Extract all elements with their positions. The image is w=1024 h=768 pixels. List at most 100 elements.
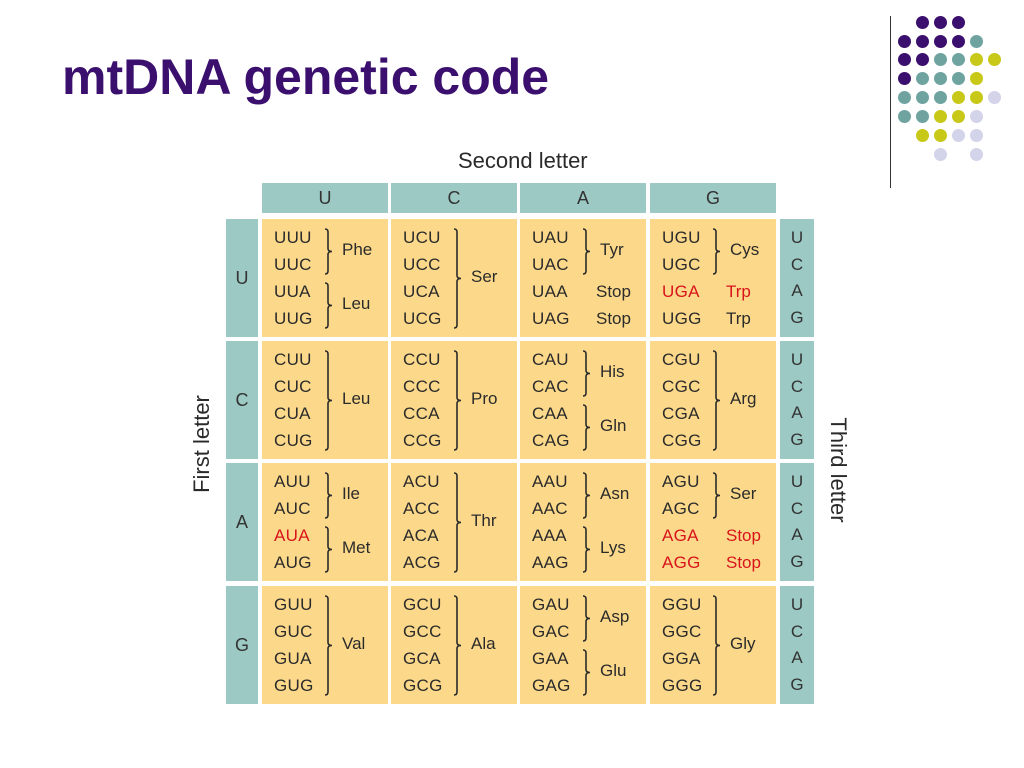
brace-icon (582, 526, 592, 573)
decorative-dot (934, 129, 947, 142)
second-letter-header-c: C (391, 183, 517, 213)
codon-cgg: CGG (662, 431, 702, 450)
codon-guc: GUC (274, 622, 313, 641)
amino-acid-val: Val (342, 633, 366, 653)
decorative-dot (934, 72, 947, 85)
codon-gau: GAU (532, 595, 570, 614)
decorative-dot (934, 91, 947, 104)
amino-acid-trp: Trp (726, 309, 751, 328)
amino-acid-stop: Stop (726, 526, 761, 545)
third-letter-g: G (790, 674, 804, 694)
decorative-dot (970, 72, 983, 85)
decorative-dot (970, 91, 983, 104)
third-letter-c: C (790, 498, 804, 518)
codon-cug: CUG (274, 431, 313, 450)
third-letter-c: C (790, 621, 804, 641)
codon-gug: GUG (274, 676, 314, 695)
codon-cau: CAU (532, 350, 569, 369)
codon-gcu: GCU (403, 595, 442, 614)
codon-agc: AGC (662, 499, 700, 518)
codon-ucg: UCG (403, 309, 442, 328)
amino-acid-stop: Stop (596, 282, 631, 301)
decorative-dot (934, 53, 947, 66)
brace-icon (712, 472, 722, 519)
decorative-dot (916, 16, 929, 29)
codon-cua: CUA (274, 404, 311, 423)
codon-cuc: CUC (274, 377, 312, 396)
decorative-dot (952, 53, 965, 66)
codon-agu: AGU (662, 472, 700, 491)
codon-aga: AGA (662, 526, 699, 545)
codon-auc: AUC (274, 499, 311, 518)
codon-gaa: GAA (532, 649, 569, 668)
amino-acid-gln: Gln (600, 415, 627, 435)
amino-acid-ser: Ser (471, 266, 498, 286)
decorative-dot (988, 53, 1001, 66)
third-letter-a: A (791, 648, 803, 668)
codon-ugu: UGU (662, 228, 701, 247)
codon-gga: GGA (662, 649, 701, 668)
third-letter-g: G (790, 429, 804, 449)
amino-acid-asp: Asp (600, 606, 630, 626)
brace-icon (582, 595, 592, 642)
codon-aag: AAG (532, 553, 569, 572)
codon-uug: UUG (274, 309, 313, 328)
codon-cgu: CGU (662, 350, 701, 369)
amino-acid-ser: Ser (730, 483, 757, 503)
first-letter-header-u: U (226, 219, 258, 337)
decorative-dot (916, 53, 929, 66)
codon-cga: CGA (662, 404, 700, 423)
first-letter-header-g: G (226, 586, 258, 704)
decorative-dot (898, 35, 911, 48)
codon-uaa: UAA (532, 282, 568, 301)
amino-acid-ala: Ala (471, 633, 496, 653)
codon-ugc: UGC (662, 255, 701, 274)
amino-acid-stop: Stop (726, 553, 761, 572)
codon-gcc: GCC (403, 622, 442, 641)
brace-icon (453, 595, 463, 696)
amino-acid-ile: Ile (342, 483, 360, 503)
codon-ccc: CCC (403, 377, 441, 396)
codon-cag: CAG (532, 431, 570, 450)
codon-uua: UUA (274, 282, 311, 301)
brace-icon (582, 350, 592, 397)
codon-gca: GCA (403, 649, 441, 668)
codon-acc: ACC (403, 499, 440, 518)
amino-acid-asn: Asn (600, 483, 630, 503)
brace-icon (712, 595, 722, 696)
brace-icon (582, 404, 592, 451)
brace-icon (324, 595, 334, 696)
third-letter-a: A (791, 525, 803, 545)
codon-cuu: CUU (274, 350, 312, 369)
codon-guu: GUU (274, 595, 313, 614)
brace-icon (324, 282, 334, 329)
brace-icon (324, 472, 334, 519)
amino-acid-lys: Lys (600, 537, 626, 557)
decorative-dot (898, 91, 911, 104)
decorative-dot (934, 16, 947, 29)
codon-uca: UCA (403, 282, 440, 301)
first-letter-header-c: C (226, 341, 258, 459)
decorative-dot (970, 110, 983, 123)
amino-acid-gly: Gly (730, 633, 756, 653)
codon-cac: CAC (532, 377, 569, 396)
brace-icon (453, 472, 463, 573)
decorative-dot (952, 16, 965, 29)
amino-acid-stop: Stop (596, 309, 631, 328)
brace-icon (712, 350, 722, 451)
brace-icon (712, 228, 722, 275)
codon-gac: GAC (532, 622, 570, 641)
third-letter-g: G (790, 551, 804, 571)
codon-caa: CAA (532, 404, 568, 423)
third-letter-u: U (790, 472, 804, 492)
codon-ccu: CCU (403, 350, 441, 369)
